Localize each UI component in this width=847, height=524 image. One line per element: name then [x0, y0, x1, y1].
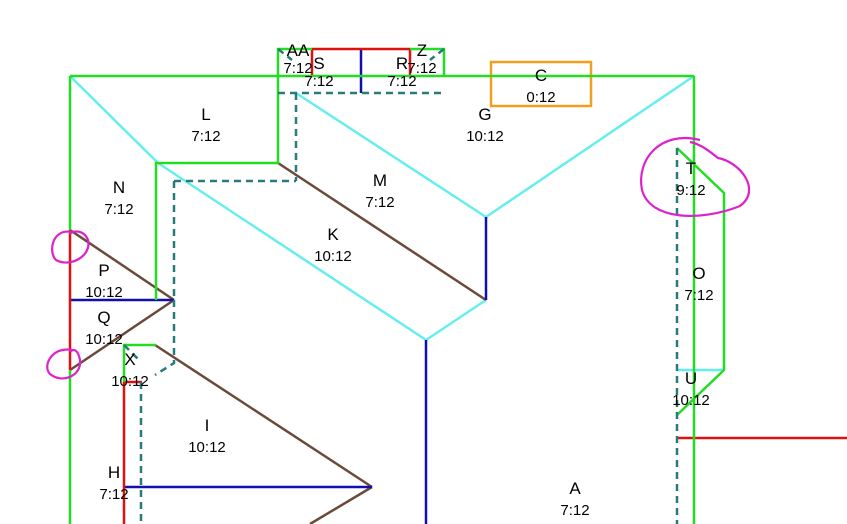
facet-pitch-l: 7:12 [191, 128, 220, 145]
facet-pitch-p: 10:12 [85, 284, 123, 301]
facet-name-a: A [569, 479, 581, 498]
facet-name-n: N [113, 178, 125, 197]
facet-pitch-q: 10:12 [85, 331, 123, 348]
facet-pitch-x: 10:12 [111, 373, 149, 390]
flat-section-box [489, 60, 593, 108]
facet-pitch-g: 10:12 [466, 128, 504, 145]
markup-circle-p [51, 230, 90, 264]
facet-name-o: O [692, 264, 705, 283]
facet-pitch-k: 10:12 [314, 248, 352, 265]
facet-pitch-o: 7:12 [684, 287, 713, 304]
hip-lines [69, 74, 724, 372]
facet-name-h: H [108, 463, 120, 482]
facet-pitch-i: 10:12 [188, 439, 226, 456]
facet-pitch-m: 7:12 [365, 194, 394, 211]
facet-name-x: X [124, 350, 135, 369]
facet-pitch-c: 0:12 [526, 89, 555, 106]
facet-name-l: L [201, 105, 210, 124]
facet-name-z: Z [417, 41, 427, 60]
facet-pitch-z: 7:12 [407, 60, 436, 77]
facet-pitch-a: 7:12 [560, 502, 589, 519]
facet-pitch-h: 7:12 [99, 486, 128, 503]
facet-name-i: I [205, 416, 210, 435]
markup-circle-t [639, 137, 751, 218]
facet-name-c: C [535, 66, 547, 85]
facet-pitch-aa: 7:12 [283, 60, 312, 77]
facet-name-u: U [685, 369, 697, 388]
facet-name-aa: AA [287, 41, 310, 60]
facet-name-t: T [686, 159, 696, 178]
facet-name-r: R [396, 54, 408, 73]
facet-name-s: S [313, 54, 324, 73]
markup-scribbles [46, 137, 751, 380]
facet-pitch-r: 7:12 [387, 73, 416, 90]
eave-lines [68, 47, 726, 524]
facet-name-k: K [327, 225, 339, 244]
markup-circle-q [46, 348, 82, 380]
facet-pitch-s: 7:12 [304, 73, 333, 90]
facet-pitch-u: 10:12 [672, 392, 710, 409]
facet-name-q: Q [97, 308, 110, 327]
facet-name-g: G [478, 105, 491, 124]
dashed-lines [123, 48, 679, 524]
facet-name-m: M [373, 171, 387, 190]
rake-lines [68, 47, 847, 524]
facet-pitch-n: 7:12 [104, 201, 133, 218]
facet-pitch-t: 9:12 [676, 182, 705, 199]
facet-name-p: P [98, 261, 109, 280]
